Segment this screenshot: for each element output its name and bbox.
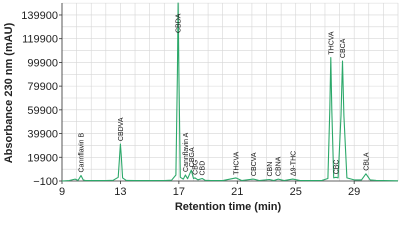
axes [59, 3, 398, 184]
peak-label: THCVA [233, 151, 240, 175]
x-axis-title: Retention time (min) [175, 201, 282, 213]
y-tick-label: 119900 [22, 34, 58, 46]
peak-label: CBD [200, 161, 207, 176]
y-tick-label: −100 [33, 176, 58, 188]
peak-label: CBLA [363, 152, 370, 171]
y-tick-label: 59900 [27, 105, 58, 117]
x-tick-label: 29 [348, 186, 360, 198]
chromatogram-chart: 9 13 17 21 25 29 −100 19900 39900 59900 79900 99900… [3, 2, 399, 213]
y-tick-label: 139900 [21, 10, 58, 22]
grid-lines [61, 2, 399, 182]
peak-label: CBDVA [118, 117, 125, 141]
x-tick-label: 17 [173, 186, 185, 198]
x-tick-label: 21 [231, 186, 243, 198]
peak-label: CBC [333, 160, 340, 175]
y-axis-title: Absorbance 230 nm (mAU) [3, 22, 15, 163]
peak-label: CBGA [189, 147, 196, 167]
peak-label: CBDA [176, 13, 183, 33]
x-tick-label: 13 [114, 186, 126, 198]
peak-label: CBCA [340, 38, 347, 58]
peak-label: CBNA [276, 156, 283, 176]
peak-label: CBCVA [251, 152, 258, 176]
peak-label: Cannflavin B [79, 132, 86, 172]
peak-label: Δ9-THC [290, 151, 297, 176]
peak-label: THCVA [328, 31, 335, 55]
peak-label: CBG [192, 160, 199, 175]
peak-labels: Cannflavin B CBDVA CBDA Cannflavin ACBGACBG… [79, 13, 371, 176]
peak-label: Cannflavin A [183, 132, 190, 172]
y-tick-label: 19900 [27, 152, 58, 164]
x-tick-label: 25 [290, 186, 302, 198]
x-tick-label: 9 [59, 186, 65, 198]
peak-label: CBN [267, 162, 274, 177]
chromatogram-trace [61, 2, 399, 182]
y-tick-label: 99900 [27, 57, 58, 69]
tick-labels: 9 13 17 21 25 29 −100 19900 39900 59900 79900 99900… [21, 10, 360, 198]
y-tick-label: 79900 [27, 81, 58, 93]
y-tick-label: 39900 [27, 129, 58, 141]
